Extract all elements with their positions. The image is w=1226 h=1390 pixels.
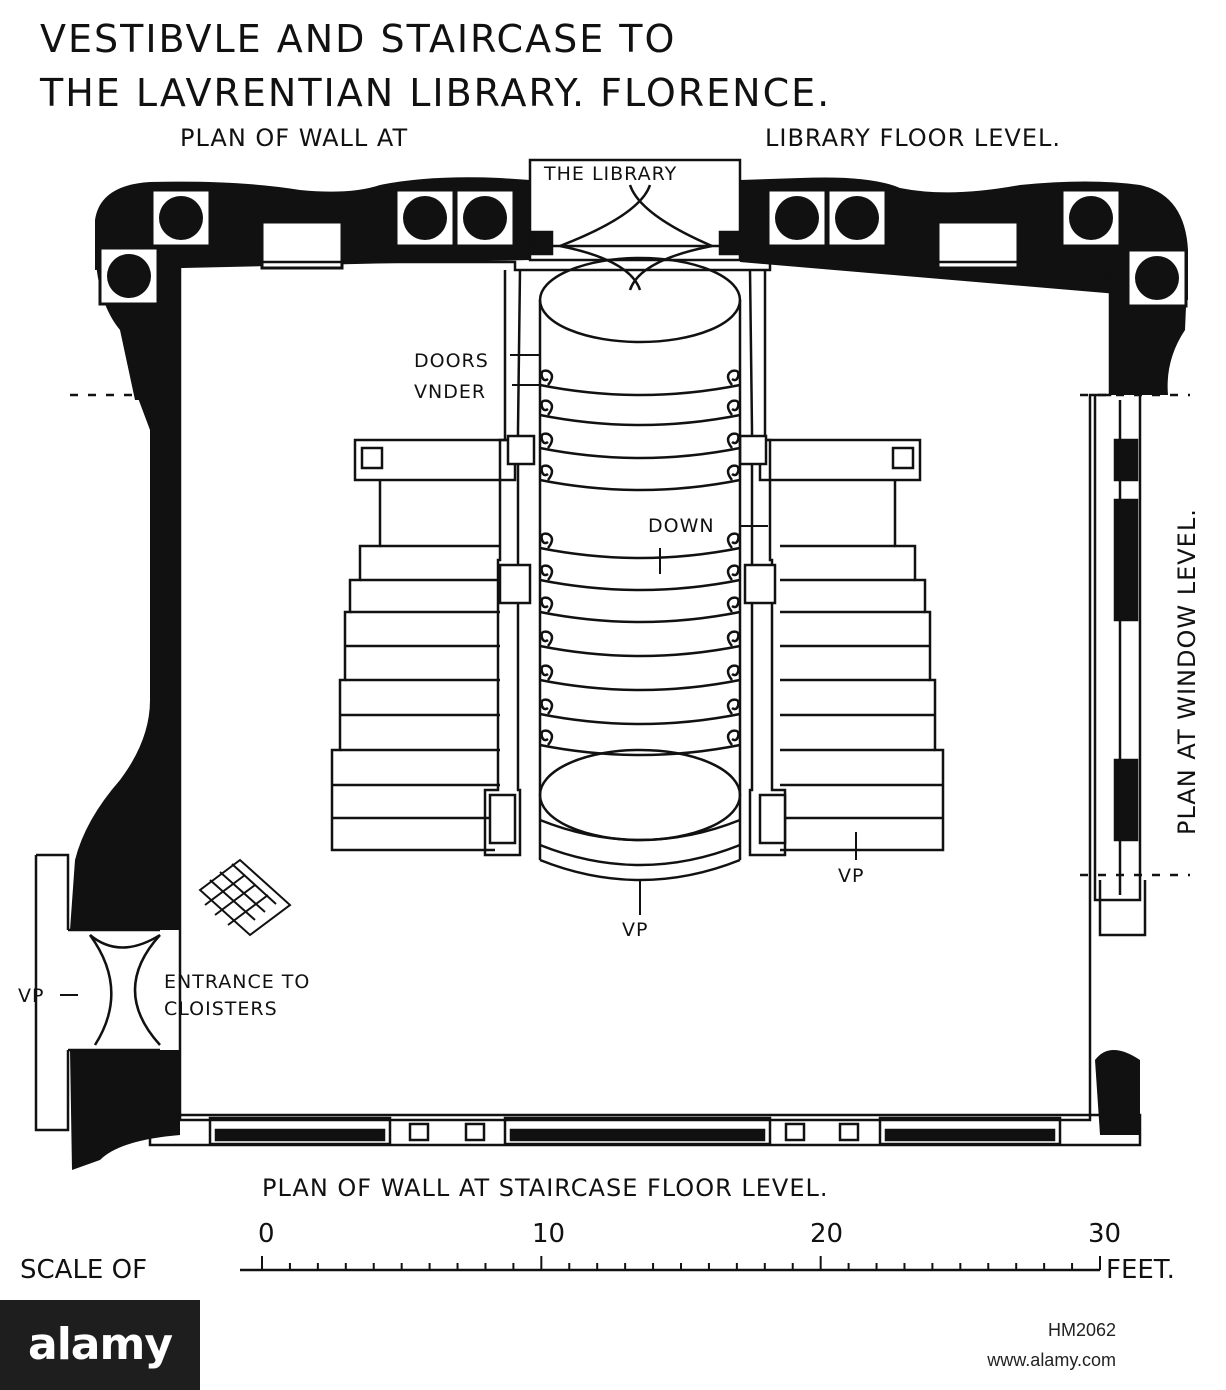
caption-top-left: PLAN OF WALL AT bbox=[180, 124, 408, 152]
label-the-library: THE LIBRARY bbox=[543, 163, 677, 185]
label-doors-line1: DOORS bbox=[414, 350, 489, 372]
volute-scroll bbox=[540, 630, 554, 647]
volute-scroll bbox=[726, 432, 740, 449]
right-wall-window-plan bbox=[1093, 395, 1147, 937]
volute-scroll bbox=[726, 664, 740, 681]
volute-scroll bbox=[726, 369, 740, 386]
label-entrance-line1: ENTRANCE TO bbox=[164, 971, 310, 993]
label-doors-line2: VNDER bbox=[414, 381, 486, 403]
label-down: DOWN bbox=[648, 515, 715, 537]
label-vp-center: VP bbox=[622, 919, 648, 941]
volute-scroll bbox=[540, 432, 554, 449]
volute-scroll bbox=[726, 399, 740, 416]
scale-unit: FEET. bbox=[1106, 1255, 1175, 1285]
caption-top-right: LIBRARY FLOOR LEVEL. bbox=[765, 124, 1061, 152]
room-outline bbox=[178, 260, 1112, 1122]
volute-scroll bbox=[726, 630, 740, 647]
label-vp-right: VP bbox=[838, 865, 864, 887]
stair-volutes bbox=[540, 369, 740, 746]
entrance-doors bbox=[34, 853, 161, 1132]
volute-scroll bbox=[540, 564, 554, 581]
volute-scroll bbox=[726, 596, 740, 613]
volute-scroll bbox=[726, 532, 740, 549]
label-entrance-line2: CLOISTERS bbox=[164, 998, 278, 1020]
volute-scroll bbox=[726, 464, 740, 481]
volute-scroll bbox=[540, 729, 554, 746]
brand-logo: alamy bbox=[0, 1300, 200, 1390]
stock-footer: alamy HM2062 www.alamy.com bbox=[0, 1300, 1226, 1390]
library-doorway bbox=[528, 158, 742, 291]
wall-columns bbox=[98, 188, 1188, 308]
volute-scroll bbox=[540, 596, 554, 613]
staircase-central-flight bbox=[538, 256, 742, 882]
section-cut-lines bbox=[70, 393, 1190, 877]
pointer-arrows bbox=[60, 354, 857, 996]
plate-title-line1: VESTIBVLE AND STAIRCASE TO bbox=[40, 17, 676, 61]
scale-bar: SCALE OF 0 10 20 30 FEET. bbox=[20, 1219, 1175, 1285]
volute-scroll bbox=[726, 729, 740, 746]
volute-scroll bbox=[540, 664, 554, 681]
label-vp-left: VP bbox=[18, 985, 44, 1007]
scale-tick-0: 0 bbox=[258, 1219, 275, 1249]
herringbone-pavement bbox=[198, 858, 292, 937]
bottom-wall bbox=[148, 1113, 1142, 1147]
volute-scroll bbox=[540, 532, 554, 549]
stock-site-url: www.alamy.com bbox=[987, 1350, 1116, 1370]
floor-plan-drawing: VESTIBVLE AND STAIRCASE TO THE LAVRENTIA… bbox=[18, 17, 1201, 1285]
caption-bottom: PLAN OF WALL AT STAIRCASE FLOOR LEVEL. bbox=[262, 1174, 829, 1202]
scale-tick-10: 10 bbox=[532, 1219, 565, 1249]
volute-scroll bbox=[540, 464, 554, 481]
volute-scroll bbox=[726, 564, 740, 581]
staircase-side-flights bbox=[330, 438, 945, 852]
stock-image-id: HM2062 bbox=[1047, 1320, 1116, 1340]
scale-label: SCALE OF bbox=[20, 1255, 147, 1285]
volute-scroll bbox=[540, 399, 554, 416]
caption-right-vertical: PLAN AT WINDOW LEVEL. bbox=[1173, 508, 1201, 835]
scale-tick-20: 20 bbox=[810, 1219, 843, 1249]
volute-scroll bbox=[540, 698, 554, 715]
volute-scroll bbox=[540, 369, 554, 386]
volute-scroll bbox=[726, 698, 740, 715]
plate-title-line2: THE LAVRENTIAN LIBRARY. FLORENCE. bbox=[39, 71, 831, 115]
staircase-rails bbox=[483, 269, 787, 857]
scale-tick-30: 30 bbox=[1088, 1219, 1121, 1249]
